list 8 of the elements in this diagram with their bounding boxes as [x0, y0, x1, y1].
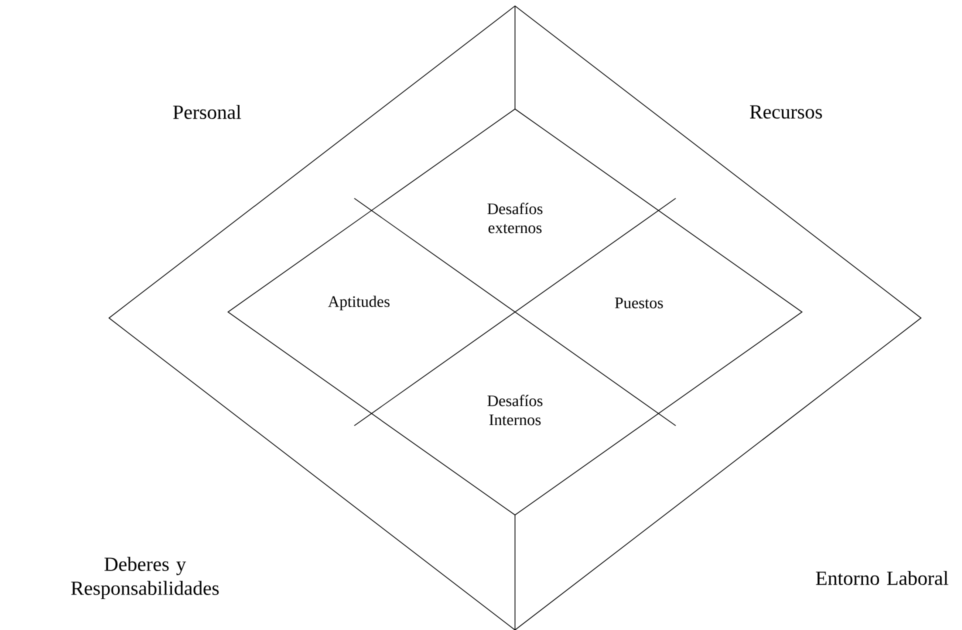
corner-label: Recursos: [750, 105, 822, 119]
corner-label: Deberes y Responsabilidades: [71, 556, 219, 600]
corner-label: Personal: [173, 104, 242, 120]
quadrant-label: Desafíos Internos: [487, 394, 542, 426]
quadrant-label: Puestos: [615, 298, 663, 308]
quadrant-label: Aptitudes: [328, 296, 390, 310]
corner-label: Entorno Laboral: [816, 570, 948, 586]
quadrant-label: Desafíos externos: [487, 202, 542, 234]
